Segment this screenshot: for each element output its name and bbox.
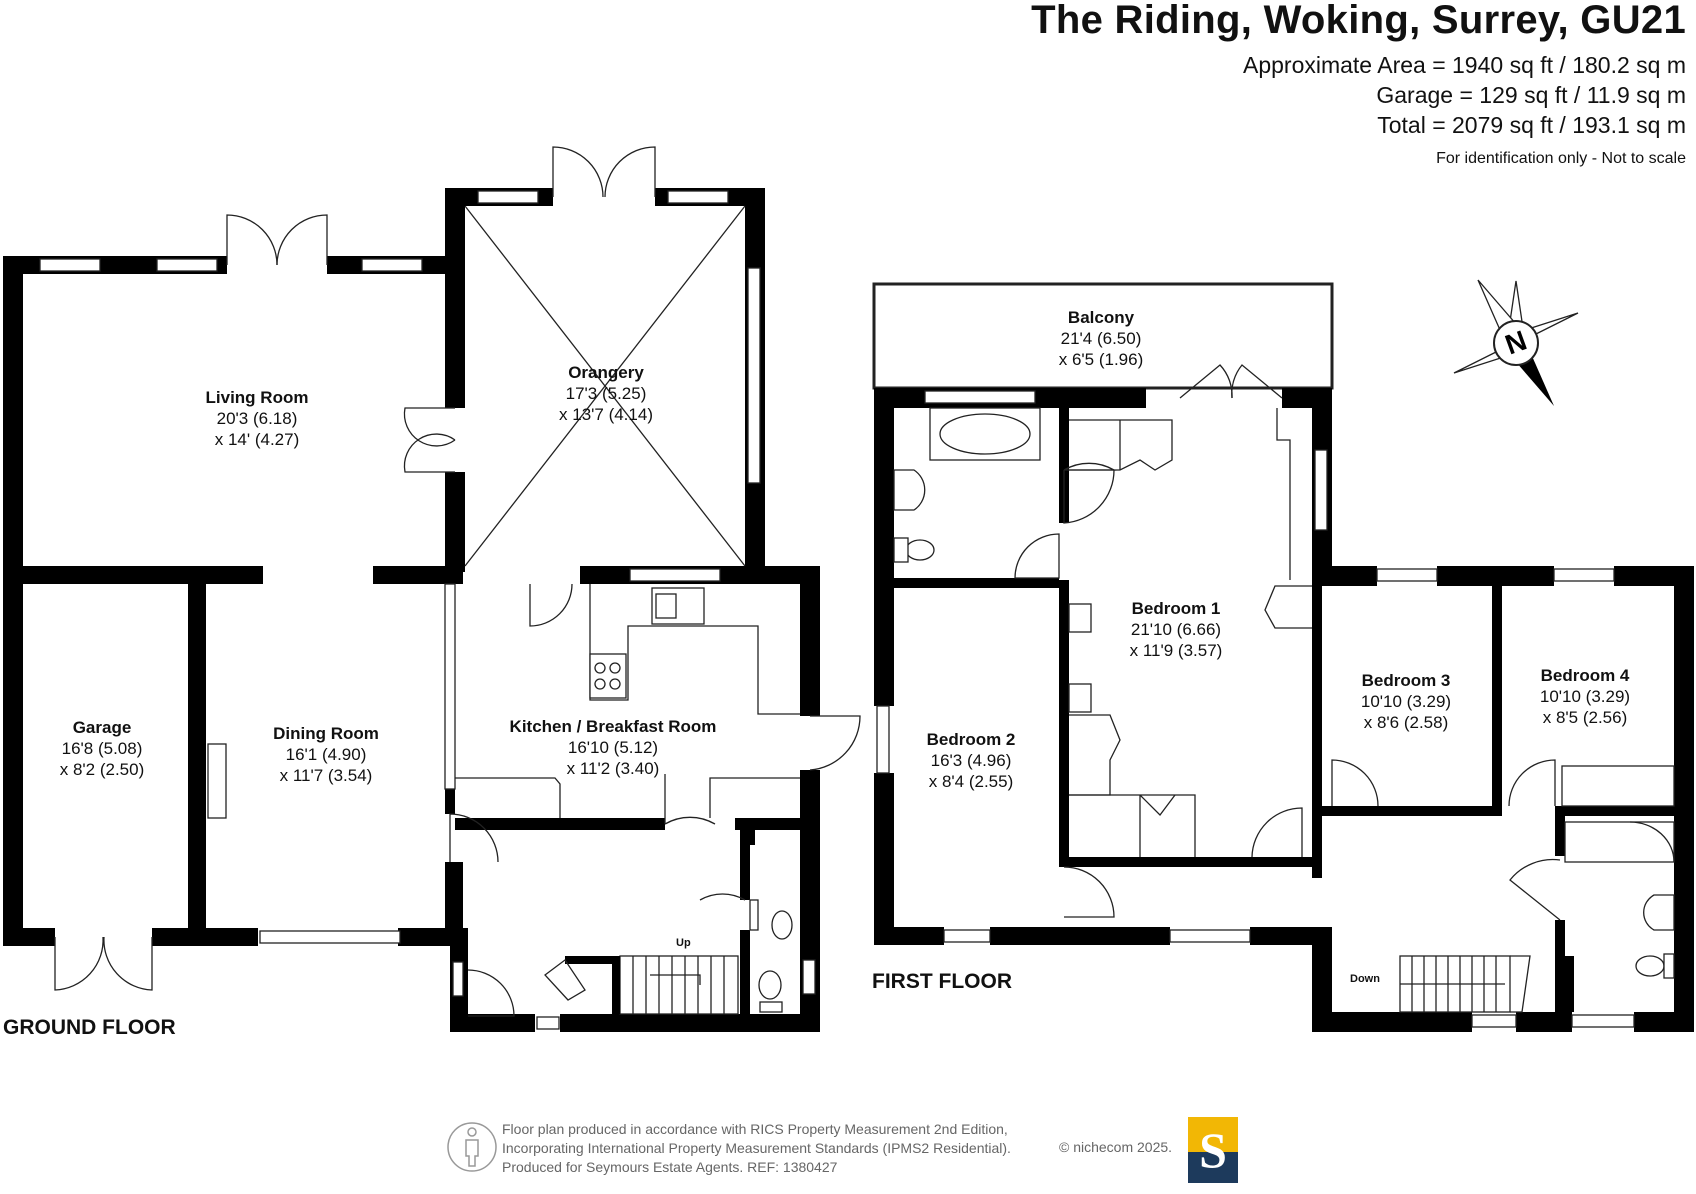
room-dim: 16'3 (4.96)	[931, 751, 1012, 770]
room-kitchen: Kitchen / Breakfast Room 16'10 (5.12) x …	[510, 717, 717, 778]
ground-floor-label: GROUND FLOOR	[3, 1016, 176, 1039]
footer-line: Floor plan produced in accordance with R…	[502, 1121, 1008, 1137]
footer-line: Incorporating International Property Mea…	[502, 1140, 1011, 1156]
approx-area: Approximate Area = 1940 sq ft / 180.2 sq…	[1242, 52, 1686, 78]
room-name: Balcony	[1068, 308, 1135, 327]
ground-floor-windows	[39, 190, 816, 1030]
room-dim: 21'4 (6.50)	[1061, 329, 1142, 348]
first-floor-fixtures	[893, 407, 1675, 1013]
room-name: Kitchen / Breakfast Room	[510, 717, 717, 736]
room-bedroom-1: Bedroom 1 21'10 (6.66) x 11'9 (3.57)	[1130, 599, 1223, 660]
room-bedroom-4: Bedroom 4 10'10 (3.29) x 8'5 (2.56)	[1540, 666, 1630, 727]
room-name: Bedroom 1	[1132, 599, 1221, 618]
garage-area: Garage = 129 sq ft / 11.9 sq m	[1376, 82, 1686, 108]
agent-logo-lower	[1188, 1152, 1238, 1183]
scale-note: For identification only - Not to scale	[1436, 150, 1686, 167]
stairs-down-label: Down	[1350, 973, 1380, 985]
room-dim: x 8'4 (2.55)	[929, 772, 1014, 791]
ground-floor-fixtures	[207, 205, 800, 1015]
room-dim: x 11'7 (3.54)	[280, 766, 373, 785]
first-floor-label: FIRST FLOOR	[872, 970, 1012, 993]
room-dim: 20'3 (6.18)	[217, 409, 298, 428]
first-floor-windows	[876, 390, 1635, 1028]
room-name: Dining Room	[273, 724, 379, 743]
room-dim: 10'10 (3.29)	[1361, 692, 1451, 711]
ground-floor-doors	[54, 146, 861, 1017]
room-name: Bedroom 4	[1541, 666, 1630, 685]
room-dim: x 8'5 (2.56)	[1543, 708, 1628, 727]
room-garage: Garage 16'8 (5.08) x 8'2 (2.50)	[60, 718, 145, 779]
room-dim: x 8'6 (2.58)	[1364, 713, 1449, 732]
room-dim: 21'10 (6.66)	[1131, 620, 1221, 639]
room-dim: 16'1 (4.90)	[286, 745, 367, 764]
room-name: Bedroom 2	[927, 730, 1016, 749]
room-orangery: Orangery 17'3 (5.25) x 13'7 (4.14)	[559, 363, 653, 424]
room-dim: 17'3 (5.25)	[566, 384, 647, 403]
total-area: Total = 2079 sq ft / 193.1 sq m	[1377, 112, 1686, 138]
room-dim: 10'10 (3.29)	[1540, 687, 1630, 706]
room-living: Living Room 20'3 (6.18) x 14' (4.27)	[206, 388, 309, 449]
footer-disclaimer: Floor plan produced in accordance with R…	[502, 1120, 1011, 1177]
room-name: Bedroom 3	[1362, 671, 1451, 690]
compass-icon: N	[1453, 279, 1579, 406]
room-dim: x 11'9 (3.57)	[1130, 641, 1223, 660]
agent-logo-letter: S	[1199, 1122, 1227, 1178]
stairs-up-label: Up	[676, 937, 691, 949]
room-name: Living Room	[206, 388, 309, 407]
room-name: Orangery	[568, 363, 644, 382]
room-name: Garage	[73, 718, 132, 737]
room-dining: Dining Room 16'1 (4.90) x 11'7 (3.54)	[273, 724, 379, 785]
room-dim: 16'10 (5.12)	[568, 738, 658, 757]
footer-line: Produced for Seymours Estate Agents. REF…	[502, 1159, 838, 1175]
room-dim: x 11'2 (3.40)	[567, 759, 660, 778]
room-bedroom-2: Bedroom 2 16'3 (4.96) x 8'4 (2.55)	[927, 730, 1016, 791]
room-dim: 16'8 (5.08)	[62, 739, 143, 758]
room-bedroom-3: Bedroom 3 10'10 (3.29) x 8'6 (2.58)	[1361, 671, 1451, 732]
room-dim: x 6'5 (1.96)	[1059, 350, 1144, 369]
first-floor-doors	[1063, 364, 1561, 921]
footer-copyright: © nichecom 2025.	[1059, 1139, 1173, 1155]
room-balcony: Balcony 21'4 (6.50) x 6'5 (1.96)	[1059, 308, 1144, 369]
property-title: The Riding, Woking, Surrey, GU21	[1031, 0, 1686, 42]
person-icon	[447, 1122, 497, 1172]
room-dim: x 13'7 (4.14)	[559, 405, 653, 424]
room-dim: x 14' (4.27)	[215, 430, 300, 449]
room-dim: x 8'2 (2.50)	[60, 760, 145, 779]
